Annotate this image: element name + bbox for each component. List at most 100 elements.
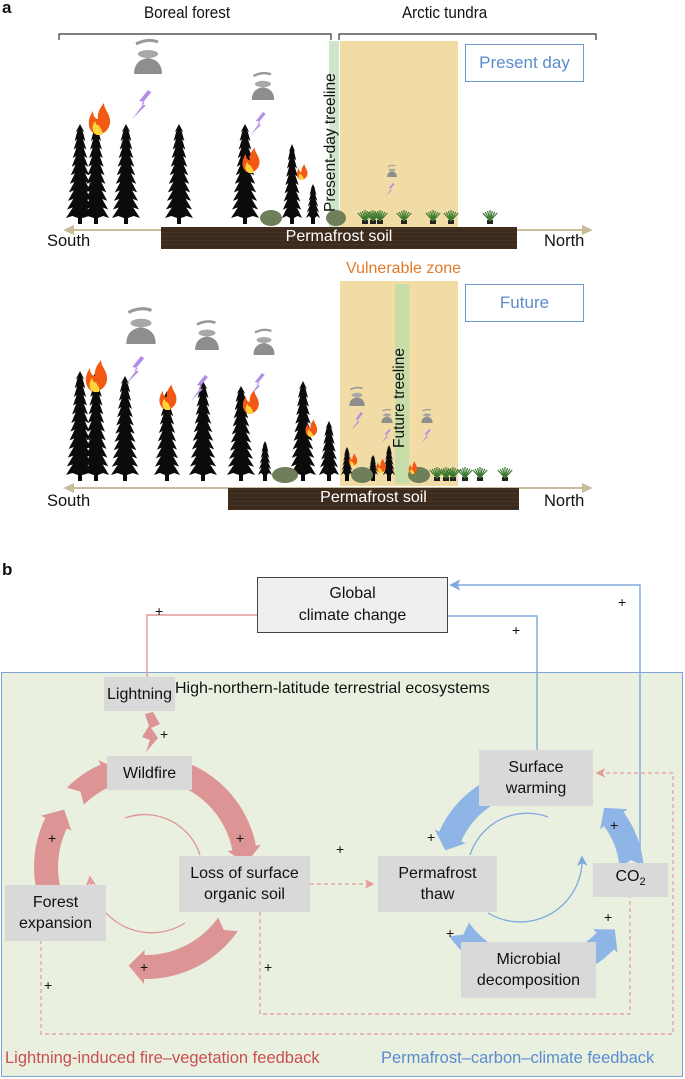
plus-loss-co2: + xyxy=(264,959,273,975)
global-line1: Global xyxy=(329,585,376,602)
storm-cloud-icon xyxy=(134,38,162,74)
lightning-icon xyxy=(132,90,152,119)
cloud-base xyxy=(349,397,365,406)
vulnerable-zone-label: Vulnerable zone xyxy=(346,260,462,277)
spruce-tree-icon xyxy=(383,445,395,481)
grass-tuft-icon xyxy=(372,210,388,224)
spruce-tree-icon xyxy=(189,381,217,481)
co2-to-global-arrow xyxy=(449,579,641,862)
plus-lightning-wildfire: + xyxy=(160,726,169,742)
carbon-feedback-legend: Permafrost–carbon–climate feedback xyxy=(381,1049,655,1067)
plus-wildfire-loss: + xyxy=(236,830,245,846)
cloud-base xyxy=(421,416,433,423)
grass-tuft-icon xyxy=(482,210,498,224)
shrub-icon xyxy=(260,210,282,226)
spruce-tree-icon xyxy=(111,376,139,481)
forest-expansion-node: Forest expansion xyxy=(5,885,106,941)
storm-cloud-icon xyxy=(421,408,433,423)
spruce-tree-icon xyxy=(341,447,353,481)
lightning-icon xyxy=(351,412,364,431)
tree-shape xyxy=(227,386,255,481)
present-treeline-band xyxy=(329,41,339,235)
future-north-label: North xyxy=(544,492,585,510)
cloud-top xyxy=(254,328,272,334)
surface-warming-node: Surface warming xyxy=(479,750,593,806)
lightning-icon xyxy=(125,356,145,385)
lightning-icon xyxy=(386,183,395,196)
tree-shape xyxy=(154,391,180,481)
plus-forest-warming: + xyxy=(44,977,53,993)
cloud-base xyxy=(387,171,397,177)
cloud-base xyxy=(381,416,393,423)
plus-forest-wildfire: + xyxy=(48,830,57,846)
lightning-icon xyxy=(191,375,208,401)
lightning-node: Lightning xyxy=(104,677,175,711)
grass-pot xyxy=(450,477,456,481)
tree-shape xyxy=(290,381,316,481)
spruce-tree-icon xyxy=(282,144,302,224)
grass-pot xyxy=(370,220,376,224)
spruce-tree-icon xyxy=(227,386,255,481)
grass-blade xyxy=(379,212,388,222)
plus-warming-thaw: + xyxy=(427,829,436,845)
fire-icon xyxy=(376,458,386,473)
storm-cloud-icon xyxy=(251,71,275,100)
plus-loss-thaw: + xyxy=(336,841,345,857)
carbon-inner-arc-bottom xyxy=(487,855,588,923)
tree-shape xyxy=(83,371,109,481)
tree-shape xyxy=(231,124,259,224)
ecosystem-label: High-northern-latitude terrestrial ecosy… xyxy=(175,680,490,697)
forest-line1: Forest xyxy=(32,894,79,911)
storm-cloud-icon xyxy=(195,320,219,350)
fire-icon xyxy=(85,360,108,392)
grass-blade xyxy=(450,212,459,222)
storm-cloud-icon xyxy=(253,328,275,355)
tree-shape xyxy=(112,124,140,224)
present-south-label: South xyxy=(47,232,91,250)
spruce-tree-icon xyxy=(368,455,378,481)
cloud-top xyxy=(387,164,396,167)
tree-shape xyxy=(189,381,217,481)
fire-icon xyxy=(296,164,308,180)
grass-pot xyxy=(502,477,508,481)
cloud-top xyxy=(252,71,272,78)
shrub-icon xyxy=(351,467,373,483)
plus-co2-global: + xyxy=(618,594,627,610)
storm-cloud-icon xyxy=(126,307,156,344)
cloud-top xyxy=(127,307,153,314)
plus-global-lightning: + xyxy=(155,603,164,619)
loss-line2: organic soil xyxy=(204,886,285,903)
grass-pot xyxy=(477,477,483,481)
grass-tuft-icon xyxy=(425,210,441,224)
flame-inner xyxy=(350,460,355,466)
cloud-base xyxy=(126,327,156,344)
flame-inner xyxy=(307,429,314,437)
tree-shape xyxy=(368,455,378,481)
spruce-tree-icon xyxy=(319,421,339,481)
grass-blade xyxy=(432,212,441,222)
spruce-tree-icon xyxy=(306,184,320,224)
spruce-tree-icon xyxy=(290,381,316,481)
storm-cloud-icon xyxy=(387,164,397,177)
fire-icon xyxy=(348,453,358,466)
future-arrow-south xyxy=(63,483,74,493)
flame-inner xyxy=(162,398,171,410)
fire-inner-arc-top xyxy=(124,813,201,856)
cloud-base xyxy=(134,58,162,74)
cloud-mid xyxy=(351,392,363,398)
tree-shape xyxy=(319,421,339,481)
spruce-tree-icon xyxy=(165,124,193,224)
fire-icon xyxy=(242,390,259,414)
cloud-top xyxy=(196,320,216,326)
loss-to-co2-arrow xyxy=(259,869,635,1015)
grass-blade xyxy=(489,212,498,222)
lightning-node-label: Lightning xyxy=(107,685,172,703)
spruce-tree-icon xyxy=(83,124,109,224)
shrub-icon xyxy=(326,210,346,226)
fire-arrow-forest-to-wildfire xyxy=(34,809,72,906)
future-arrow-north xyxy=(582,483,593,493)
grass-tuft-icon xyxy=(445,467,461,481)
grass-pot xyxy=(377,220,383,224)
